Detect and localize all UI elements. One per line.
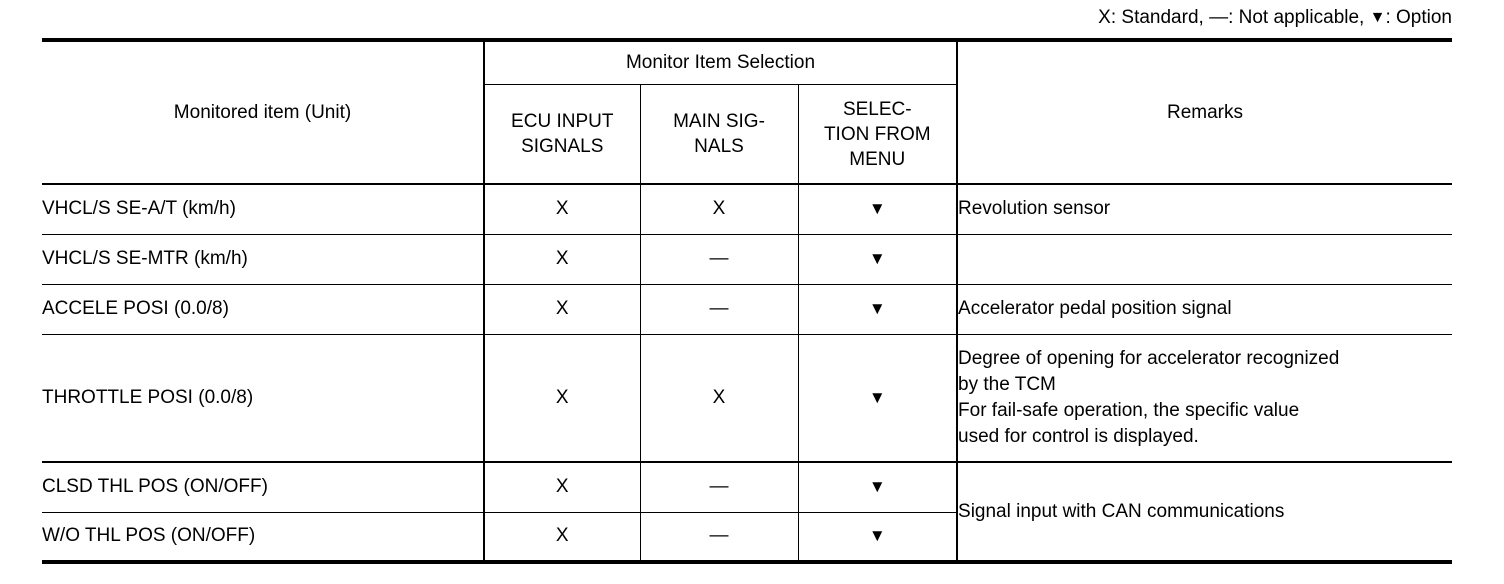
header-main-signals: MAIN SIG- NALS — [639, 84, 798, 184]
cell-main-signals: X — [639, 333, 798, 462]
cell-monitored-item: ACCELE POSI (0.0/8) — [42, 283, 484, 334]
triangle-down-icon: ▼ — [868, 477, 886, 497]
header-monitored-item: Monitored item (Unit) — [42, 40, 484, 184]
cell-main-signals: X — [639, 183, 798, 234]
cell-monitored-item: W/O THL POS (ON/OFF) — [42, 511, 484, 562]
cell-selection-from-menu: ▼ — [797, 233, 958, 284]
header-selection-from-menu: SELEC- TION FROM MENU — [797, 84, 958, 184]
cell-main-signals: — — [639, 511, 798, 562]
cell-main-signals: — — [639, 461, 798, 512]
cell-remarks: Degree of opening for accelerator recogn… — [956, 333, 1453, 462]
cell-remarks: Revolution sensor — [956, 183, 1453, 234]
cell-main-signals: — — [639, 283, 798, 334]
cell-ecu-input-signals: X — [483, 461, 640, 512]
table-row: VHCL/S SE-A/T (km/h) X X ▼ Revolution se… — [42, 183, 1453, 234]
table-row: THROTTLE POSI (0.0/8) X X ▼ Degree of op… — [42, 333, 1453, 462]
triangle-down-icon: ▼ — [868, 299, 886, 318]
table-row: W/O THL POS (ON/OFF) X — ▼ — [42, 511, 1452, 562]
cell-selection-from-menu: ▼ — [797, 511, 958, 562]
triangle-down-icon: ▼ — [868, 249, 886, 268]
table-row: CLSD THL POS (ON/OFF) X — ▼ Signal input… — [42, 461, 1453, 562]
cell-monitored-item: THROTTLE POSI (0.0/8) — [42, 333, 484, 462]
header-monitor-item-selection: Monitor Item Selection — [482, 40, 958, 85]
cell-ecu-input-signals: X — [483, 183, 640, 234]
header-remarks: Remarks — [956, 40, 1453, 184]
cell-selection-from-menu: ▼ — [797, 461, 958, 512]
cell-monitored-item: CLSD THL POS (ON/OFF) — [42, 461, 484, 512]
cell-ecu-input-signals: X — [483, 283, 640, 334]
cell-remarks: Accelerator pedal position signal — [956, 283, 1453, 334]
monitor-item-table: Monitored item (Unit) Monitor Item Selec… — [42, 38, 1453, 564]
legend-not-applicable: —: Not applicable, — [1209, 7, 1365, 28]
table-row: ACCELE POSI (0.0/8) X — ▼ Accelerator pe… — [42, 283, 1453, 334]
header-row-sub: ECU INPUT SIGNALS MAIN SIG- NALS SELEC- … — [42, 84, 1452, 184]
triangle-down-icon: ▼ — [868, 199, 886, 219]
cell-main-signals: — — [639, 233, 798, 284]
cell-selection-from-menu: ▼ — [797, 183, 958, 234]
cell-ecu-input-signals: X — [483, 333, 640, 462]
legend-option: : Option — [1385, 7, 1452, 28]
triangle-down-icon: ▼ — [868, 387, 886, 407]
triangle-down-icon: ▼ — [868, 526, 886, 546]
cell-remarks — [956, 233, 1453, 284]
cell-ecu-input-signals: X — [483, 511, 640, 562]
header-ecu-input-signals: ECU INPUT SIGNALS — [483, 84, 640, 184]
cell-selection-from-menu: ▼ — [797, 333, 958, 462]
table-head: Monitored item (Unit) Monitor Item Selec… — [42, 40, 1453, 184]
cell-monitored-item: VHCL/S SE-MTR (km/h) — [42, 233, 484, 284]
cell-monitored-item: VHCL/S SE-A/T (km/h) — [42, 183, 484, 234]
table-row: VHCL/S SE-MTR (km/h) X — ▼ — [42, 233, 1453, 284]
legend-line: X: Standard, —: Not applicable, ▼: Optio… — [42, 6, 1452, 30]
table-body: VHCL/S SE-A/T (km/h) X X ▼ Revolution se… — [42, 183, 1453, 562]
header-row-group: Monitored item (Unit) Monitor Item Selec… — [42, 40, 1453, 184]
cell-ecu-input-signals: X — [483, 233, 640, 284]
legend-standard: X: Standard, — [1098, 7, 1204, 28]
cell-remarks-merged: Signal input with CAN communications — [956, 461, 1453, 562]
triangle-down-icon: ▼ — [1369, 9, 1386, 26]
cell-selection-from-menu: ▼ — [797, 283, 958, 334]
spec-table-wrapper: Monitored item (Unit) Monitor Item Selec… — [42, 38, 1453, 564]
